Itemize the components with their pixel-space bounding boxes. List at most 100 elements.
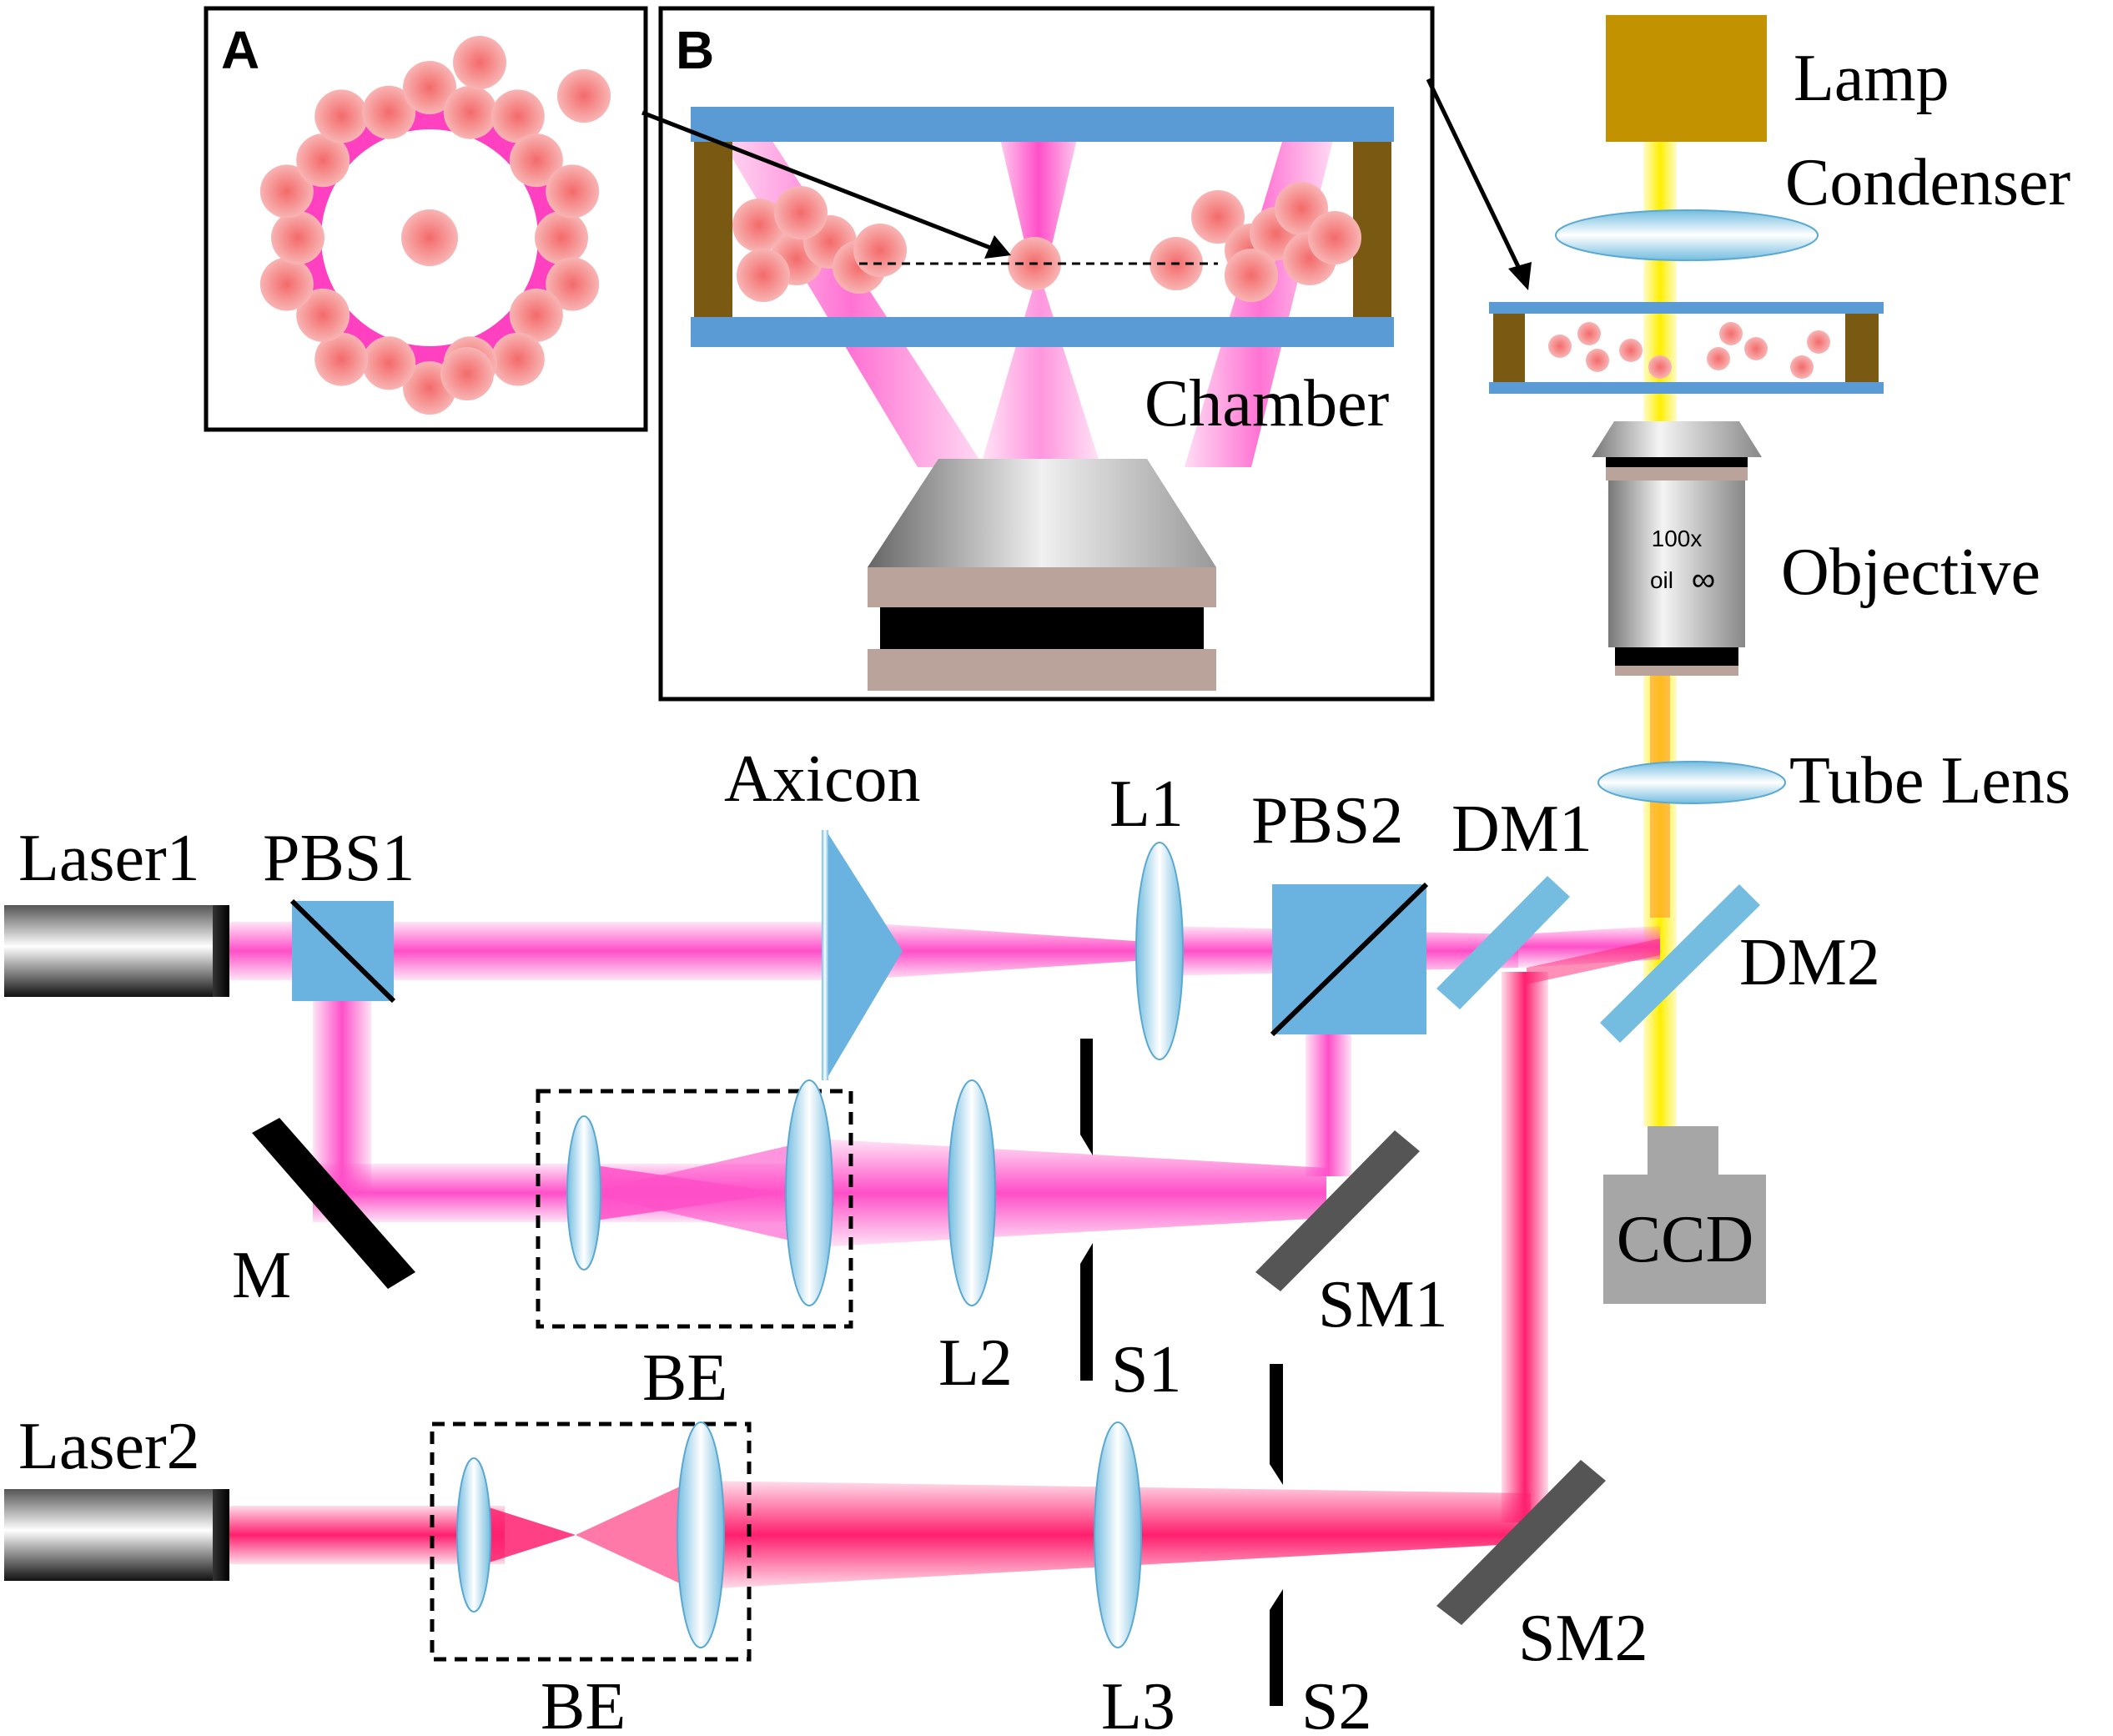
lens-l3 xyxy=(1094,1422,1142,1648)
arrow-a-to-b xyxy=(641,110,998,253)
l1-label: L1 xyxy=(1109,767,1184,841)
pbs2-label: PBS2 xyxy=(1251,784,1403,858)
objective-oil: oil xyxy=(1650,567,1673,593)
laser2-path xyxy=(229,938,1660,1589)
laser1-body xyxy=(4,905,213,997)
objective-cap xyxy=(868,459,1216,567)
be-lower-box xyxy=(430,1422,752,1662)
slit-s1-top xyxy=(1080,1039,1093,1155)
be-upper-box xyxy=(536,1089,853,1329)
cell xyxy=(362,85,416,139)
laser2-label: Laser2 xyxy=(18,1410,200,1483)
be1-cone-right xyxy=(584,1143,801,1243)
chamber-bottom-glass xyxy=(691,317,1394,347)
pointer-arrows xyxy=(641,78,1532,290)
sm1-label: SM1 xyxy=(1318,1268,1448,1341)
cell xyxy=(509,288,563,342)
cell xyxy=(362,336,416,390)
arrow-a-to-b-head xyxy=(984,235,1011,259)
dm2-label: DM2 xyxy=(1739,926,1880,999)
be-lower-lens-2 xyxy=(677,1422,725,1648)
cell xyxy=(314,332,369,386)
tube-lens-label: Tube Lens xyxy=(1789,744,2070,818)
trapped-cell xyxy=(401,209,458,266)
sample-chamber-left-spacer xyxy=(1493,314,1525,382)
be-lower-label: BE xyxy=(541,1670,626,1732)
dm2 xyxy=(1600,884,1760,1043)
cell xyxy=(1719,322,1743,345)
tube-lens xyxy=(1597,761,1786,804)
panel-a-frame xyxy=(204,6,648,432)
cell xyxy=(491,89,545,143)
laser1-aperture xyxy=(213,905,229,997)
scan-mirror-sm1 xyxy=(1255,1130,1420,1291)
objective-label: Objective xyxy=(1781,536,2040,609)
axicon xyxy=(826,830,903,1080)
dm1 xyxy=(1436,876,1570,1009)
lamp-label: Lamp xyxy=(1794,42,1949,115)
laser1-beam-down xyxy=(313,980,371,1193)
sm2-label: SM2 xyxy=(1518,1602,1648,1675)
chamber-left-spacer xyxy=(694,142,732,317)
be-lower-lens-1 xyxy=(456,1457,491,1613)
sample-chamber-bottom xyxy=(1489,382,1884,394)
sample-chamber-right-spacer xyxy=(1845,314,1879,382)
objective-band-3 xyxy=(1615,647,1738,666)
be-upper-label: BE xyxy=(642,1341,727,1415)
cell xyxy=(1619,339,1643,362)
l3-label: L3 xyxy=(1101,1670,1175,1732)
cell xyxy=(535,211,588,264)
cell xyxy=(557,69,611,123)
cell xyxy=(296,133,350,188)
chamber-top-glass xyxy=(691,107,1394,142)
cell xyxy=(774,186,828,239)
objective-infinity: ∞ xyxy=(1692,561,1716,598)
cell xyxy=(1744,337,1768,360)
l2-label: L2 xyxy=(938,1326,1013,1400)
axicon-base xyxy=(822,830,828,1080)
cell xyxy=(271,211,324,264)
ccd-mount xyxy=(1648,1126,1718,1175)
ccd-camera xyxy=(1603,1175,1766,1304)
axicon-label: Axicon xyxy=(724,742,921,816)
objective-band-1 xyxy=(1606,457,1748,467)
slit-s2-bottom xyxy=(1270,1589,1283,1706)
objective-band-2 xyxy=(1606,467,1748,481)
cell xyxy=(1191,190,1245,244)
cell xyxy=(440,347,494,400)
lamp xyxy=(1606,15,1767,142)
panel-a-label: A xyxy=(221,20,259,80)
cell xyxy=(732,199,786,252)
objective-body xyxy=(1608,481,1745,647)
cell xyxy=(1790,355,1814,379)
cell xyxy=(853,224,907,277)
chamber-label: Chamber xyxy=(1145,367,1389,440)
pbs1-splitter xyxy=(289,898,396,1004)
laser2-body xyxy=(4,1489,213,1581)
laser1-beam-expanded xyxy=(818,1139,1326,1247)
sample-cells xyxy=(1548,322,1830,379)
cell xyxy=(546,164,600,219)
laser2-aperture xyxy=(213,1489,229,1581)
lens-l1 xyxy=(1135,842,1184,1060)
panel-a: A xyxy=(204,6,648,432)
arrow-b-to-chamber-head xyxy=(1508,262,1532,290)
cell xyxy=(491,332,545,386)
cell xyxy=(314,89,369,143)
panel-b-frame xyxy=(658,6,1435,702)
ring-cells xyxy=(259,36,611,415)
components: Laser1 PBS1 Axicon L1 PBS2 DM1 DM2 M BE … xyxy=(4,742,1880,1736)
condenser-lens xyxy=(1555,209,1819,261)
panel-b-label: B xyxy=(676,20,714,80)
laser2-beam-dm xyxy=(1527,938,1660,984)
cell xyxy=(1648,355,1672,379)
sample-chamber-top xyxy=(1489,302,1884,314)
chamber-cells xyxy=(732,182,1361,302)
cell xyxy=(1308,211,1361,264)
ccd-label: CCD xyxy=(1617,1203,1754,1276)
cell xyxy=(1807,330,1830,354)
laser1-label: Laser1 xyxy=(18,822,200,895)
cell xyxy=(296,288,350,342)
objective-ring-3 xyxy=(868,649,1216,691)
